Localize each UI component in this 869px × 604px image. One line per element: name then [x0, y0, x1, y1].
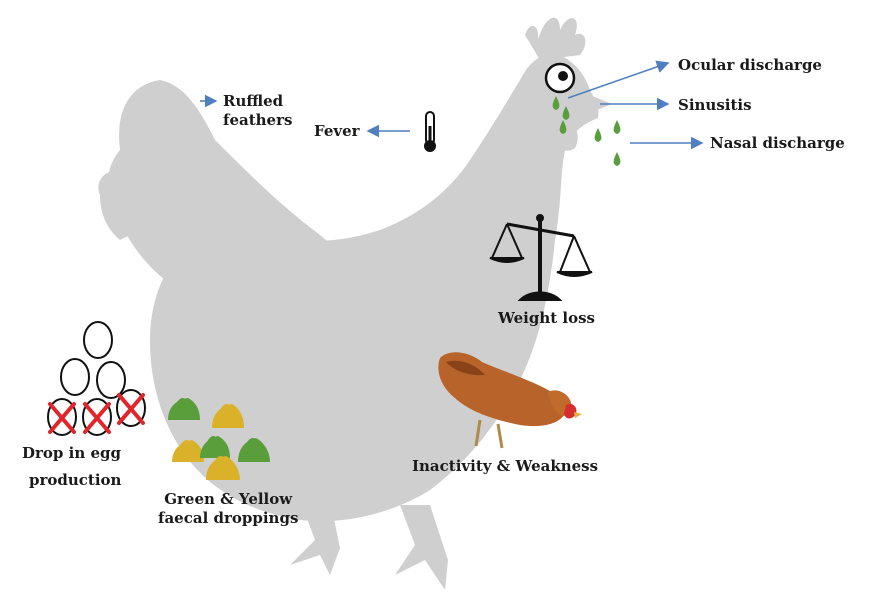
- label-sinusitis: Sinusitis: [678, 96, 752, 115]
- egg-icon: [61, 359, 89, 395]
- label-fever: Fever: [314, 122, 360, 141]
- label-ocular-discharge: Ocular discharge: [678, 56, 822, 75]
- egg-icon: [97, 362, 125, 398]
- egg-icon: [84, 322, 112, 358]
- label-faecal-droppings: Green & Yellow faecal droppings: [158, 490, 298, 528]
- label-ruffled-line2: feathers: [223, 111, 292, 130]
- label-faecal-line1: Green & Yellow: [158, 490, 298, 509]
- label-faecal-line2: faecal droppings: [158, 509, 298, 528]
- label-egg-line2: production: [22, 467, 121, 494]
- label-nasal-discharge: Nasal discharge: [710, 134, 845, 153]
- label-egg-line1: Drop in egg: [22, 440, 121, 467]
- label-egg-drop: Drop in egg production: [22, 440, 121, 494]
- eye-icon: [546, 64, 574, 92]
- label-ruffled-line1: Ruffled: [223, 92, 292, 111]
- label-weight-loss: Weight loss: [498, 309, 595, 328]
- label-ruffled-feathers: Ruffled feathers: [223, 92, 292, 130]
- label-inactivity: Inactivity & Weakness: [412, 457, 598, 476]
- thermometer-icon: [424, 112, 436, 152]
